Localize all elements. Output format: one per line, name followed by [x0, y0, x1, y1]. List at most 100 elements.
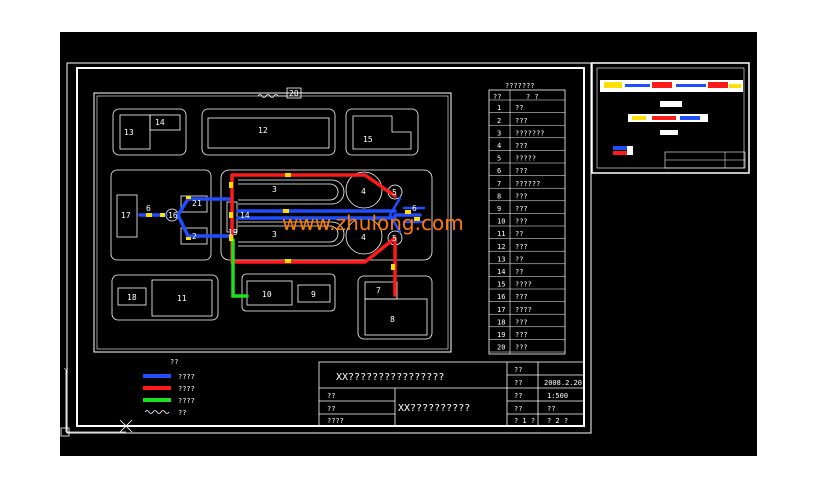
label-building-19: 19: [228, 228, 238, 237]
table-header-no: ??: [493, 93, 501, 101]
table-cell-no: 18: [497, 318, 505, 326]
fence-marker: [257, 94, 287, 98]
drawing-date: 2008.2.20: [544, 379, 582, 387]
table-cell-name: ???: [515, 167, 528, 175]
treatment-block: [220, 169, 433, 261]
ucs-icon: [60, 372, 133, 437]
table-cell-name: ?????: [515, 155, 536, 163]
label-building-15: 15: [363, 135, 373, 144]
title-block-border: [318, 361, 585, 427]
building-12-block: [201, 108, 336, 156]
label-building-11: 11: [177, 294, 187, 303]
preview-viewport[interactable]: [591, 62, 750, 174]
label-building-18: 18: [127, 293, 137, 302]
building-8: [364, 298, 428, 336]
table-cell-no: 17: [497, 306, 505, 314]
building-schedule-table: ??????? ?? ? ? 1??2???3???????4???5?????…: [488, 82, 566, 355]
table-cell-name: ??: [515, 268, 523, 276]
label-building-20: 20: [289, 89, 299, 98]
title-left-label-3: ????: [327, 417, 344, 425]
building-15: [352, 115, 412, 150]
pipe-outlet: [388, 196, 426, 234]
building-9: [297, 284, 331, 303]
table-cell-no: 9: [497, 205, 501, 213]
building-20-box: [286, 87, 302, 99]
label-building-9: 9: [311, 290, 316, 299]
label-building-4-lower: 4: [361, 233, 366, 242]
legend-label-1: ????: [178, 373, 195, 381]
drawing-scale: 1:500: [547, 392, 568, 400]
title-left-label-2: ??: [327, 405, 335, 413]
label-building-12: 12: [258, 126, 268, 135]
table-cell-name: ???: [515, 142, 528, 150]
tank-3-upper-inner: [238, 183, 339, 201]
table-cell-no: 10: [497, 218, 505, 226]
table-cell-no: 16: [497, 293, 505, 301]
table-cell-name: ???: [515, 117, 528, 125]
label-building-8: 8: [390, 315, 395, 324]
table-cell-name: ??: [515, 104, 523, 112]
table-cell-name: ???: [515, 318, 528, 326]
title-block: [318, 361, 585, 427]
label-building-2-upper: 2: [192, 199, 197, 208]
tank-3-lower-inner: [238, 225, 339, 243]
ucs-y-label: Y: [64, 367, 69, 375]
table-cell-name: ????: [515, 281, 532, 289]
table-cell-no: 1: [497, 104, 501, 112]
legend-label-3: ????: [178, 397, 195, 405]
table-cell-name: ???: [515, 243, 528, 251]
legend-label-4: ??: [178, 409, 186, 417]
label-building-3-upper: 3: [272, 185, 277, 194]
title-right-label-3: ??: [514, 392, 522, 400]
label-building-16: 16: [168, 211, 178, 220]
building-11: [151, 279, 213, 317]
legend-label-2: ????: [178, 385, 195, 393]
title-right-label-5: ? 1 ?: [514, 417, 535, 425]
table-cell-name: ??: [515, 255, 523, 263]
table-cell-name: ???: [515, 344, 528, 352]
title-right-label-4: ??: [514, 405, 522, 413]
building-12: [207, 117, 330, 149]
label-building-7: 7: [376, 286, 381, 295]
label-building-17: 17: [121, 211, 131, 220]
building-10-9-block: [241, 273, 336, 312]
table-cell-no: 13: [497, 255, 505, 263]
table-cell-no: 15: [497, 281, 505, 289]
drawing-title: XX??????????: [398, 403, 470, 414]
project-title: XX????????????????: [336, 372, 444, 383]
table-cell-name: ???: [515, 293, 528, 301]
building-17: [116, 194, 138, 238]
label-building-14-inner: 14: [240, 211, 250, 220]
title-left-label-1: ??: [327, 392, 335, 400]
label-building-10: 10: [262, 290, 272, 299]
building-14: [149, 114, 181, 131]
label-building-1: 1: [197, 199, 202, 208]
building-11-block: [111, 274, 219, 321]
title-block-text: XX???????????????? XX?????????? ?? ?? ??…: [327, 366, 582, 425]
legend-title: ??: [170, 358, 178, 366]
table-cell-name: ???: [515, 331, 528, 339]
table-cell-name: ???: [515, 218, 528, 226]
table-header-name: ? ?: [526, 93, 539, 101]
title-right-value-5: ? 2 ?: [547, 417, 568, 425]
table-cell-no: 14: [497, 268, 505, 276]
building-18: [117, 287, 147, 306]
building-13: [119, 114, 151, 150]
table-cell-no: 8: [497, 192, 501, 200]
tank-4-upper: [345, 171, 383, 209]
legend: ?? ???? ???? ???? ??: [143, 358, 195, 417]
site-buildings: [110, 87, 433, 340]
table-cell-no: 20: [497, 344, 505, 352]
table-cell-name: ???: [515, 192, 528, 200]
title-right-label-2: ??: [514, 379, 522, 387]
table-cell-no: 11: [497, 230, 505, 238]
building-17-block: [110, 169, 212, 261]
building-13-14-block: [112, 108, 187, 156]
label-building-2-lower: 2: [192, 232, 197, 241]
label-building-5-lower: 5: [392, 234, 397, 243]
building-labels: 1 2 2 3 3 4 4 5 5 6 6 7 8 9 10 11 12 13 …: [121, 89, 417, 324]
label-building-3-lower: 3: [272, 230, 277, 239]
watermark: www.zhulong.com: [282, 211, 464, 235]
label-building-6-left: 6: [146, 204, 151, 213]
